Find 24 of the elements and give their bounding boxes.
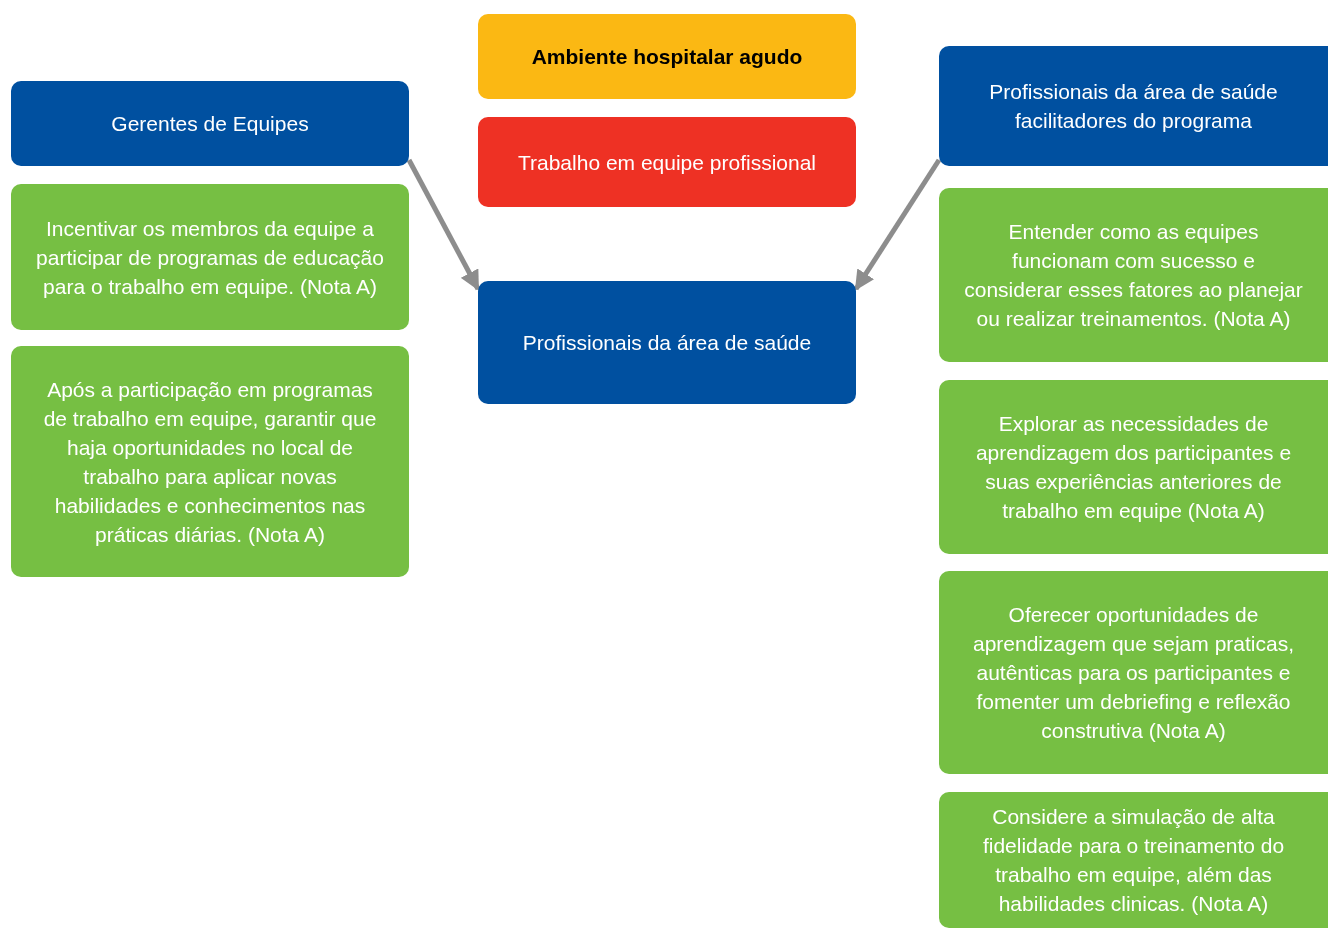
box-text: Gerentes de Equipes [111, 111, 309, 137]
box-text: Explorar as necessidades de aprendizagem dos participantes e suas experiências anteriores de trabalho em equipe (Nota A) [974, 411, 1293, 524]
heading-box [478, 14, 856, 99]
action-box [939, 380, 1328, 554]
box-text: Oferecer oportunidades de aprendizagem que sejam praticas, autênticas para os participantes e fomenter um debriefing e reflexão construtiva (Nota A) [972, 602, 1295, 744]
box-text: Entender como as equipes funcionam com sucesso e considerar esses fatores ao planejar ou realizar treinamentos. (Nota A) [963, 219, 1304, 332]
arrow [406, 158, 481, 291]
heading-box [478, 281, 856, 404]
box-text: Considere a simulação de alta fidelidade para o treinamento do trabalho em equipe, além das habilidades clinicas. (Nota A) [981, 804, 1286, 917]
action-box [11, 184, 409, 330]
box-text: Após a participação em programas de trabalho em equipe, garantir que haja oportunidades no local de trabalho para aplicar novas habilidades e conhecimentos nas práticas diárias. (Nota A) [42, 376, 378, 548]
action-box [939, 188, 1328, 362]
action-box [11, 346, 409, 577]
arrow [853, 158, 942, 291]
heading-box [939, 46, 1328, 166]
box-text: Profissionais da área de saúde [522, 330, 812, 356]
box-text: Incentivar os membros da equipe a participar de programas de educação para o trabalho em equipe. (Nota A) [35, 215, 385, 300]
box-text: Trabalho em equipe profissional [517, 149, 817, 176]
action-box [939, 792, 1328, 928]
heading-box [11, 81, 409, 166]
action-box [939, 571, 1328, 774]
heading-box [478, 117, 856, 207]
box-text: Profissionais da área de saúde facilitadores do programa [988, 79, 1279, 134]
box-text: Ambiente hospitalar agudo [531, 44, 803, 70]
